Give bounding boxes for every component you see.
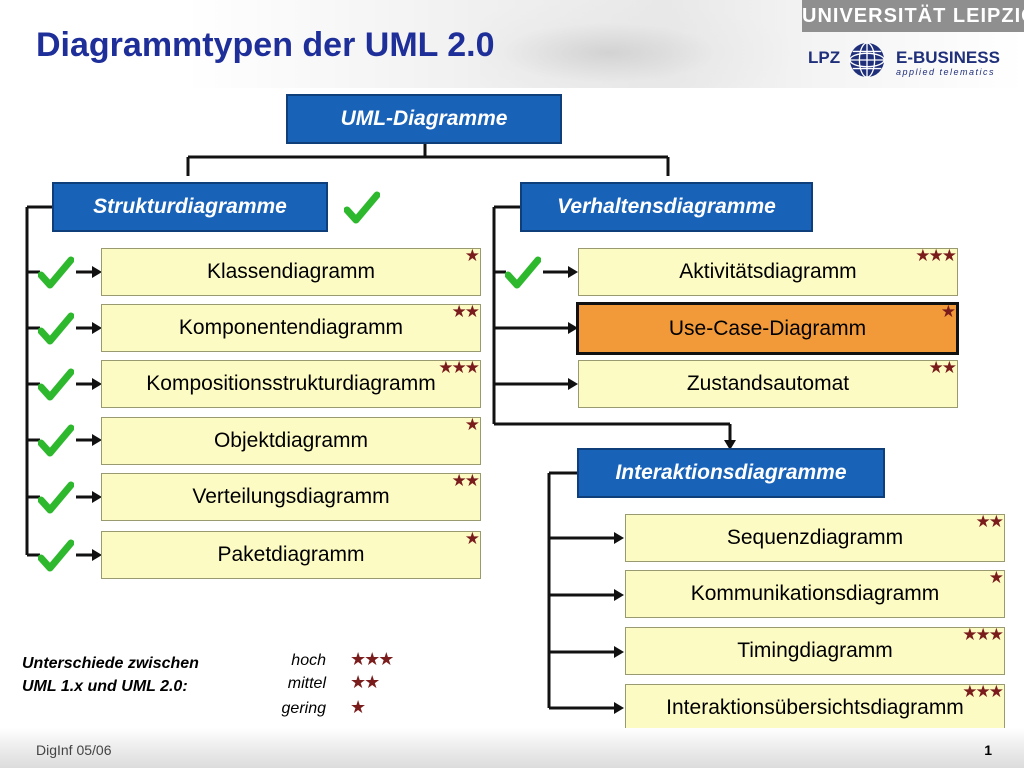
node-timingdiagramm: Timingdiagramm ★★★ — [625, 625, 1005, 675]
node-label: Klassendiagramm — [206, 260, 376, 283]
node-label: Komponentendiagramm — [178, 316, 404, 339]
legend-title-line2: UML 1.x und UML 2.0: — [22, 678, 188, 695]
header-decoration — [480, 0, 800, 88]
node-label: Interaktionsübersichtsdiagramm — [666, 696, 964, 719]
check-icon — [38, 312, 74, 345]
node-aktivitaetsdiagramm: Aktivitätsdiagramm ★★★ — [578, 246, 958, 296]
legend-label-high: hoch — [291, 652, 326, 669]
check-icon — [38, 539, 74, 572]
page-title: Diagrammtypen der UML 2.0 — [36, 26, 495, 64]
node-strukturdiagramme: Strukturdiagramme — [52, 182, 328, 232]
node-label: Kompositionsstrukturdiagramm — [146, 372, 436, 395]
node-use-case-diagramm: Use-Case-Diagramm ★ — [576, 302, 959, 355]
node-label: Sequenzdiagramm — [726, 526, 904, 549]
globe-icon — [849, 42, 885, 78]
star-rating: ★ — [464, 246, 480, 265]
legend-title-line1: Unterschiede zwischen — [22, 655, 199, 672]
node-label: Verteilungsdiagramm — [192, 485, 390, 508]
footer-band — [0, 728, 1024, 768]
node-objektdiagramm: Objektdiagramm ★ — [101, 415, 481, 465]
node-label: Timingdiagramm — [737, 639, 893, 662]
node-sequenzdiagramm: Sequenzdiagramm ★★ — [625, 512, 1005, 562]
node-label: Use-Case-Diagramm — [668, 316, 867, 340]
node-interaktionsuebersichtsdiagramm: Interaktionsübersichtsdiagramm ★★★ — [625, 682, 1005, 732]
check-icon — [38, 256, 74, 289]
node-label: Zustandsautomat — [686, 372, 850, 395]
node-interaktionsdiagramme: Interaktionsdiagramme — [577, 448, 885, 498]
node-label: Aktivitätsdiagramm — [679, 260, 857, 283]
node-verteilungsdiagramm: Verteilungsdiagramm ★★ — [101, 471, 481, 521]
legend-stars-low: ★ — [350, 697, 366, 717]
star-rating: ★ — [940, 302, 956, 321]
node-uml-diagramme: UML-Diagramme — [286, 94, 562, 144]
lpz-ebusiness-logo: LPZ E-BUSINESS applied telematics — [808, 40, 1018, 80]
node-komponentendiagramm: Komponentendiagramm ★★ — [101, 302, 481, 352]
page-number: 1 — [984, 742, 992, 758]
node-zustandsautomat: Zustandsautomat ★★ — [578, 358, 958, 408]
legend-label-medium: mittel — [287, 675, 326, 692]
node-paketdiagramm: Paketdiagramm ★ — [101, 529, 481, 579]
star-rating: ★★ — [928, 358, 958, 377]
star-rating: ★★ — [451, 471, 481, 490]
check-icon — [344, 191, 380, 224]
star-rating: ★★★ — [962, 682, 1004, 701]
star-rating: ★★★ — [438, 358, 480, 377]
star-rating: ★ — [464, 529, 480, 548]
node-kompositionsstrukturdiagramm: Kompositionsstrukturdiagramm ★★★ — [101, 358, 481, 408]
star-rating: ★★★ — [962, 625, 1004, 644]
node-label: Kommunikationsdiagramm — [690, 582, 940, 605]
legend-label-low: gering — [281, 700, 326, 717]
legend-title: Unterschiede zwischen UML 1.x und UML 2.… — [22, 652, 199, 698]
lpz-logo-text: LPZ — [808, 48, 841, 67]
star-rating: ★★ — [975, 512, 1005, 531]
node-label: Objektdiagramm — [213, 429, 369, 452]
star-rating: ★ — [988, 568, 1004, 587]
ebusiness-logo-text: E-BUSINESS — [896, 48, 1000, 67]
node-kommunikationsdiagramm: Kommunikationsdiagramm ★ — [625, 568, 1005, 618]
node-klassendiagramm: Klassendiagramm ★ — [101, 246, 481, 296]
legend-stars-high: ★★★ — [350, 649, 394, 669]
legend-stars-medium: ★★ — [350, 672, 380, 692]
star-rating: ★★★ — [915, 246, 957, 265]
check-icon — [505, 256, 541, 289]
node-verhaltensdiagramme: Verhaltensdiagramme — [520, 182, 813, 232]
star-rating: ★★ — [451, 302, 481, 321]
check-icon — [38, 368, 74, 401]
check-icon — [38, 481, 74, 514]
footer-course: DigInf 05/06 — [36, 742, 112, 758]
ebusiness-logo-subtitle: applied telematics — [896, 67, 996, 77]
star-rating: ★ — [464, 415, 480, 434]
check-icon — [38, 424, 74, 457]
university-logo: UNIVERSITÄT LEIPZIG — [802, 0, 1024, 32]
node-label: Paketdiagramm — [217, 543, 365, 566]
